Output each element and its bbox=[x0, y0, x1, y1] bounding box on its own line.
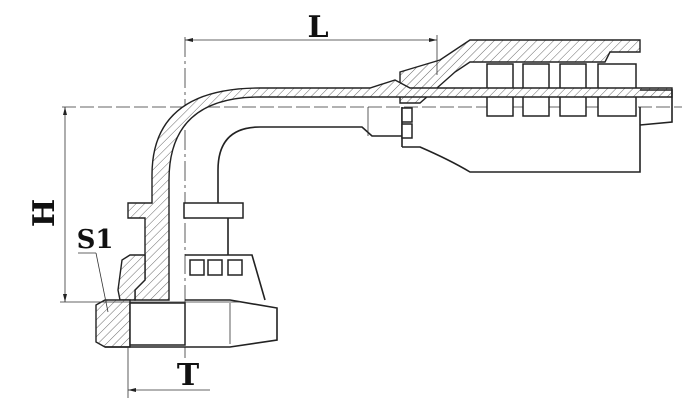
dimension-hex: S1 bbox=[77, 225, 114, 313]
swivel-nut bbox=[95, 254, 278, 348]
bore-line bbox=[217, 126, 402, 203]
tube-end bbox=[639, 89, 673, 126]
label-t: T bbox=[177, 358, 200, 393]
hose-ferrule bbox=[399, 39, 641, 173]
label-s1: S1 bbox=[77, 225, 114, 255]
dimension-height: H bbox=[27, 107, 240, 303]
label-h: H bbox=[27, 199, 62, 227]
elbow-pipe-wall bbox=[127, 79, 673, 301]
flange bbox=[183, 202, 244, 219]
dimension-thread: T bbox=[127, 347, 210, 398]
label-l: L bbox=[307, 10, 328, 45]
dimension-length: L bbox=[185, 10, 438, 75]
